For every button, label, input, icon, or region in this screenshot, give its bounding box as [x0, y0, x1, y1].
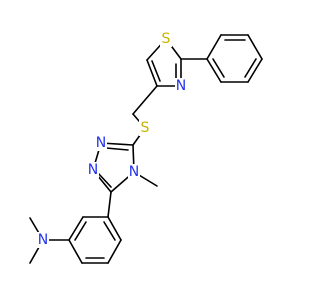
bond — [107, 216, 122, 241]
bond-inner — [151, 60, 161, 82]
bond-inner — [105, 147, 129, 151]
atom-label: N — [38, 232, 48, 248]
bond — [68, 216, 84, 241]
phenyl-ring — [206, 34, 263, 83]
molecule-structure: S N S N N N N — [29, 31, 263, 264]
molecule-canvas: S N S N N N N — [29, 31, 263, 264]
bond-inner — [244, 58, 257, 78]
atom-nitrogen-dimethylamino: N — [37, 232, 49, 248]
atom-nitrogen-thiazole: N — [175, 78, 187, 94]
bond — [132, 85, 158, 115]
atom-nitrogen-triazole-4: N — [128, 164, 140, 180]
atom-label: N — [129, 164, 139, 180]
bond — [146, 59, 158, 87]
dimethylamino-group — [29, 217, 70, 264]
bond-inner — [212, 58, 225, 78]
bond — [206, 58, 222, 83]
atom-label: S — [141, 120, 150, 136]
atom-sulfur-linker: S — [139, 120, 151, 136]
atom-nitrogen-triazole-2: N — [87, 162, 99, 178]
aminophenyl-ring — [68, 191, 122, 264]
atom-label: N — [176, 78, 186, 94]
atom-sulfur-thiazole: S — [160, 31, 172, 47]
bond — [68, 239, 83, 264]
bond-inner — [97, 172, 112, 188]
bond — [247, 34, 263, 60]
bond — [107, 191, 112, 218]
bond — [247, 58, 263, 83]
methylene-thioether-linker — [132, 85, 158, 146]
bond — [206, 34, 222, 60]
atom-label: N — [96, 135, 106, 151]
bond — [107, 239, 122, 264]
bond-inner — [74, 221, 87, 241]
atom-label: S — [162, 31, 171, 47]
atom-nitrogen-triazole-1: N — [95, 135, 107, 151]
atom-label: N — [88, 162, 98, 178]
bond-inner — [103, 221, 116, 241]
atom-labels: S N S N N N N — [37, 31, 187, 248]
